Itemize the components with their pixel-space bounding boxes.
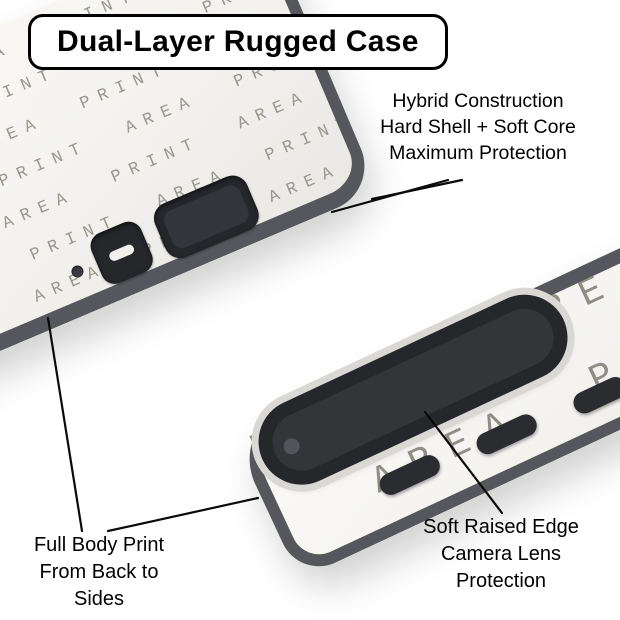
flash-hole-icon	[69, 263, 86, 280]
camera-cutout-cluster	[61, 170, 264, 301]
callout-line-text: Soft Raised Edge	[423, 516, 579, 538]
callout-line-text: From Back to	[39, 561, 159, 583]
callout-line-text: Sides	[73, 588, 125, 610]
callout-line-text: Hard Shell + Soft Core	[380, 116, 576, 138]
camera-cutout-small	[86, 217, 158, 289]
camera-cutout-large-inner	[160, 182, 252, 252]
callout-line-fullbody-1	[46, 316, 84, 533]
callout-line-text: Camera Lens	[440, 543, 562, 565]
callout-line-text: Maximum Protection	[389, 142, 567, 164]
callout-line-hybrid-2	[370, 178, 464, 201]
camera-lens-opening-inner	[263, 299, 564, 481]
camera-cutout-large	[149, 170, 264, 264]
side-button-2	[473, 410, 541, 458]
flash-pill-icon	[107, 243, 136, 263]
callout-line-fullbody-2	[106, 496, 260, 533]
callout-line-text: Full Body Print	[33, 534, 165, 556]
callout-hybrid-construction: Hybrid Construction Hard Shell + Soft Co…	[352, 88, 604, 166]
side-button-3	[569, 373, 620, 418]
callout-full-body-print: Full Body Print From Back to Sides	[8, 532, 190, 613]
callout-soft-raised-edge: Soft Raised Edge Camera Lens Protection	[396, 514, 606, 595]
title-badge: Dual-Layer Rugged Case	[28, 14, 448, 70]
callout-line-text: Protection	[455, 570, 547, 592]
side-button-1	[376, 451, 444, 499]
callout-line-text: Hybrid Construction	[392, 90, 564, 112]
